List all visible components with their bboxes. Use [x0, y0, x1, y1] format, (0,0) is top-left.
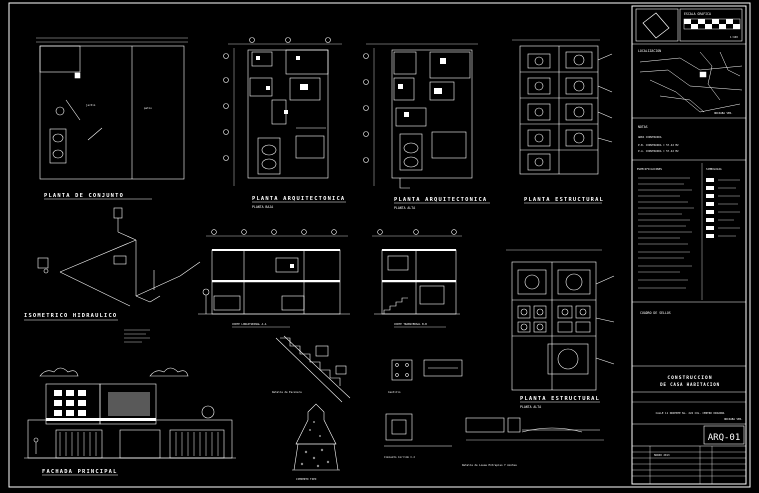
symbol-legend: [706, 178, 740, 238]
title-planta-arq-alta: PLANTA ARQUITECTONICA: [394, 197, 487, 203]
corte-transversal: [372, 229, 462, 315]
especificaciones-label: ESPECIFICACIONES: [637, 167, 662, 171]
proyecto-line2: DE CASA HABITACION: [660, 382, 720, 387]
spec-lines: [638, 177, 694, 289]
planta-estructural-2: [506, 249, 615, 391]
planta-arq-alta: [363, 43, 478, 189]
notas-label: NOTAS: [638, 125, 648, 129]
sheet-border: [8, 2, 751, 488]
revision-table: [632, 446, 746, 484]
cimiento-tipo-label: CIMIENTO TIPO: [296, 477, 317, 481]
patio-label: patio: [144, 106, 152, 110]
direccion: CALLE 11 ORIENTE No. 224 COL. CENTRO ORI…: [656, 411, 725, 415]
graphic-scale-bar: [683, 18, 741, 30]
area-pa: P.A. CONSTRUIDA = 57.42 M2: [638, 149, 679, 153]
escala-num: 1:100: [730, 35, 738, 39]
cimiento-tipo: [292, 403, 340, 471]
corte-b-label: CORTE TRANSVERSAL B-B: [394, 322, 427, 326]
proyecto-line1: CONSTRUCCION: [667, 375, 712, 381]
title-block: ESCALA GRAFICA 1:100 LOCALIZACION ORIZAB…: [632, 8, 746, 484]
title-fachada: FACHADA PRINCIPAL: [42, 469, 118, 475]
planta-estructural-1: [512, 39, 613, 175]
fecha: MARZO 2013: [654, 453, 670, 457]
planta-conjunto: [36, 37, 188, 180]
north-arrow-box: [635, 8, 679, 42]
title-planta-arq-alta-sub: PLANTA ALTA: [394, 206, 415, 210]
localizacion-label: LOCALIZACION: [638, 49, 661, 53]
area-construida: AREA CONSTRUIDA: [638, 135, 662, 139]
area-pb: P.B. CONSTRUIDA = 57.42 M2: [638, 143, 679, 147]
cuadro-sellos-label: CUADRO DE SELLOS: [640, 311, 671, 315]
orizaba-label: ORIZABA VER.: [714, 111, 733, 115]
simbologia-label: SIMBOLOGIA: [706, 167, 722, 171]
corte-longitudinal: [198, 229, 350, 315]
isometrico-hidraulico: [37, 207, 201, 307]
detalle-escalera: [275, 335, 351, 403]
jardin-label: jardin: [86, 103, 96, 107]
title-planta-estructural-2-sub: PLANTA ALTA: [520, 405, 541, 409]
title-planta-estructural-1: PLANTA ESTRUCTURAL: [524, 197, 604, 203]
title-block-border: [631, 5, 747, 485]
location-map: [639, 51, 743, 113]
ciudad: ORIZABA VER.: [724, 417, 743, 421]
title-planta-arq-baja-sub: PLANTA BAJA: [252, 205, 273, 209]
detalle-losas: [465, 417, 604, 441]
castillo-label: Castillo: [388, 390, 401, 394]
detalle-escalera-label: Detalle de Escalera: [272, 390, 302, 394]
corte-a-label: CORTE LONGITUDINAL A-A: [232, 322, 267, 326]
planta-arq-baja: [223, 37, 342, 186]
castillo-details: [385, 359, 463, 441]
title-planta-estructural-2: PLANTA ESTRUCTURAL: [520, 396, 600, 402]
sheet-code: ARQ-01: [708, 433, 741, 443]
cimiento-corrido-label: Cimiento Corrido C-C: [384, 455, 416, 459]
title-planta-conjunto: PLANTA DE CONJUNTO: [44, 193, 124, 199]
north-arrow-icon: [642, 12, 670, 39]
escala-grafica-label: ESCALA GRAFICA: [684, 12, 711, 16]
title-isometrico: ISOMETRICO HIDRAULICO: [24, 313, 117, 319]
title-planta-arq-baja: PLANTA ARQUITECTONICA: [252, 196, 345, 202]
detalle-losas-label: Detalle de Losas Entrepiso Y Azotea: [462, 463, 517, 467]
